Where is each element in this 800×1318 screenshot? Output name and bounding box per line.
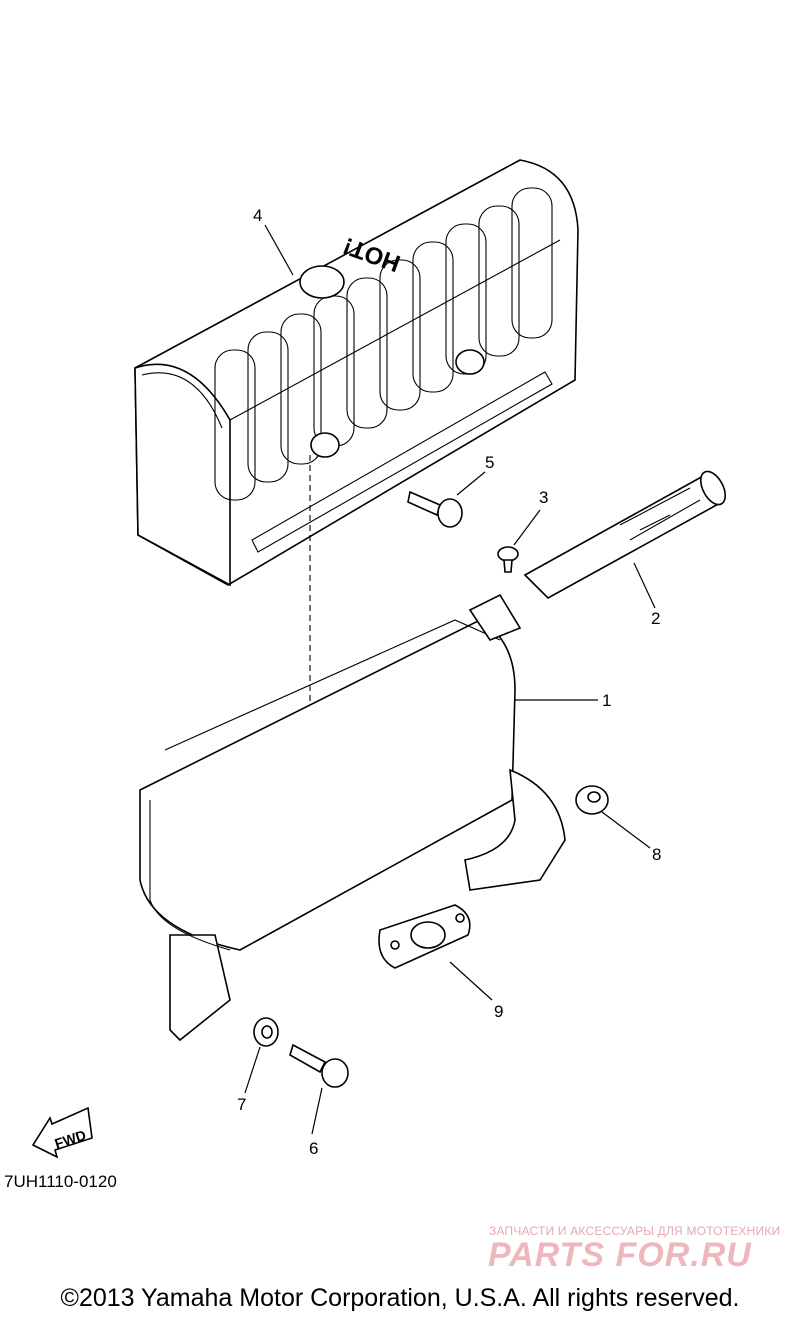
washer-7 xyxy=(253,1017,279,1047)
spark-arrester-2 xyxy=(523,470,727,599)
callout-2: 2 xyxy=(651,609,660,628)
screw-3 xyxy=(497,546,519,573)
muffler-1 xyxy=(139,593,566,1042)
watermark-logo: PARTS FOR.RU xyxy=(488,1236,752,1274)
gasket-9 xyxy=(378,904,471,969)
muffler-cover: HOT! xyxy=(134,159,579,587)
watermark-tagline: ЗАПЧАСТИ И АКСЕССУАРЫ ДЛЯ МОТОТЕХНИКИ xyxy=(489,1224,781,1238)
callout-1: 1 xyxy=(602,691,611,710)
drawing-code: 7UH1110-0120 xyxy=(4,1172,117,1191)
callout-4: 4 xyxy=(253,206,262,225)
bolt-5 xyxy=(407,490,463,528)
leader-lines xyxy=(244,224,656,1135)
callout-3: 3 xyxy=(539,488,548,507)
copyright-notice: ©2013 Yamaha Motor Corporation, U.S.A. A… xyxy=(60,1284,740,1312)
callout-9: 9 xyxy=(494,1002,503,1021)
callout-6: 6 xyxy=(309,1139,318,1158)
nut-8 xyxy=(575,785,609,815)
fwd-arrow-icon: FWD xyxy=(31,1106,93,1159)
callout-7: 7 xyxy=(237,1095,246,1114)
callout-8: 8 xyxy=(652,845,661,864)
bolt-6 xyxy=(289,1043,349,1088)
callout-5: 5 xyxy=(485,453,494,472)
